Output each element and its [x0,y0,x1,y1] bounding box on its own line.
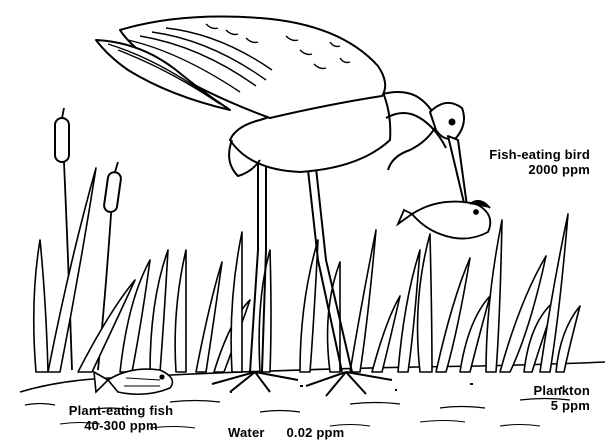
plankton-label-name: Plankton [520,383,590,398]
fish-label: Plant-eating fish 40-300 ppm [46,403,196,433]
caught-fish [398,201,490,239]
fish-label-name: Plant-eating fish [46,403,196,418]
water-label: Water 0.02 ppm [228,425,344,440]
bird-label-value: 2000 ppm [468,162,590,177]
bird-label-name: Fish-eating bird [468,147,590,162]
fish-label-value: 40-300 ppm [46,418,196,433]
bird-label: Fish-eating bird 2000 ppm [468,147,590,177]
plant-eating-fish [94,369,172,394]
water-label-value: 0.02 ppm [286,425,344,440]
plankton-label-value: 5 ppm [520,398,590,413]
plankton-label: Plankton 5 ppm [520,383,590,413]
water-label-name: Water [228,425,265,440]
